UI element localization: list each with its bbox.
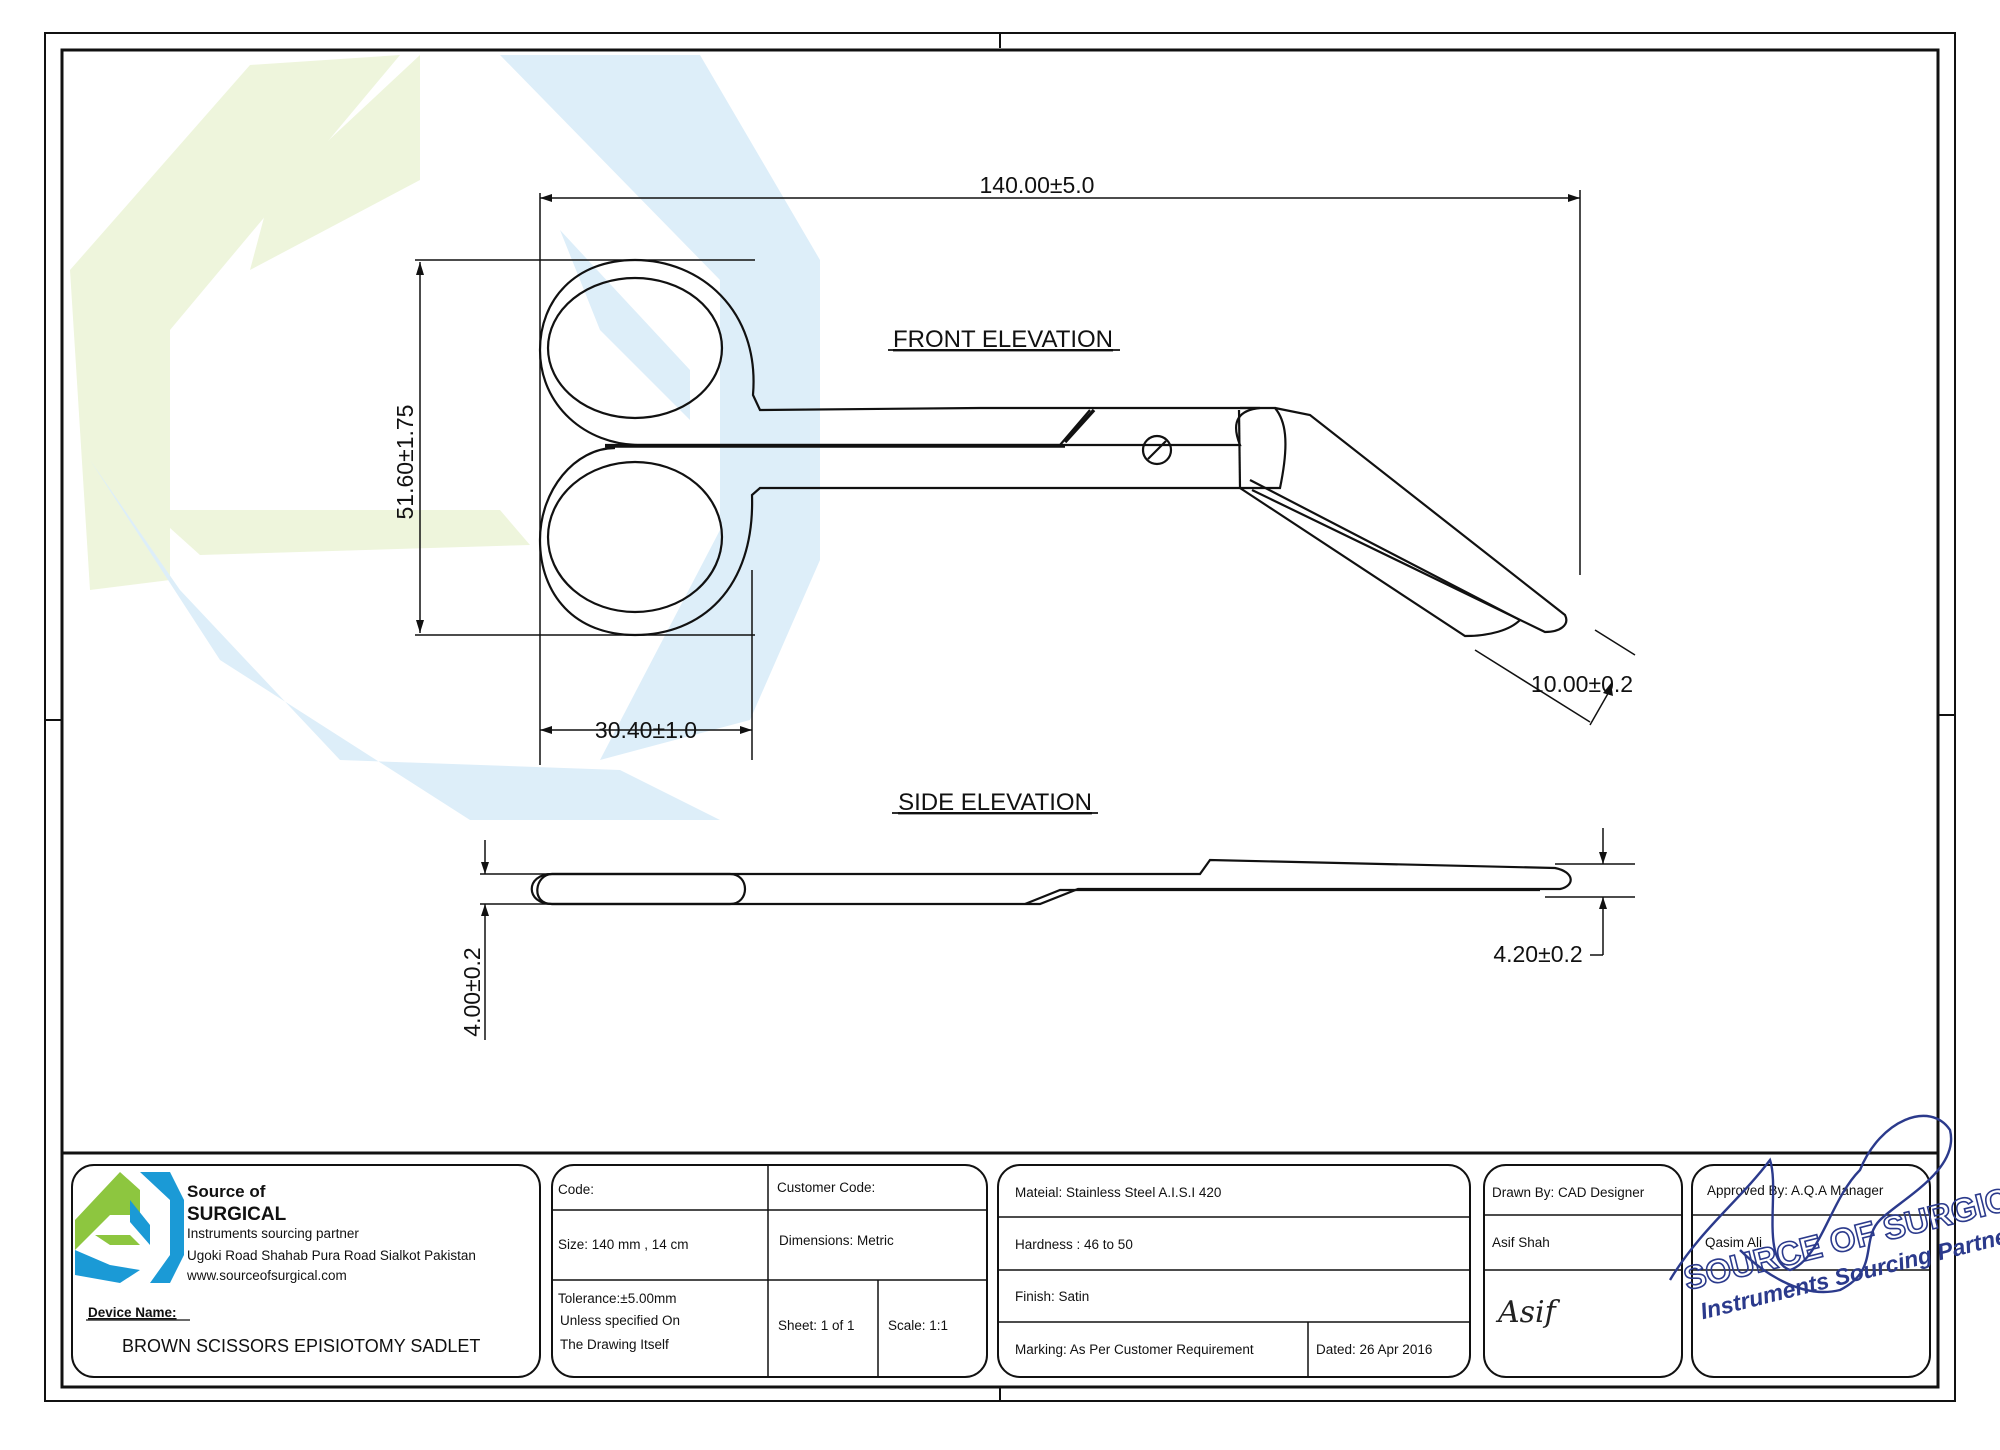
spec-box (551, 1164, 988, 1378)
dimensions-field: Dimensions: Metric (779, 1233, 894, 1248)
device-name-label: Device Name: (88, 1305, 177, 1320)
designer-name: Asif Shah (1492, 1235, 1550, 1250)
customer-code-field: Customer Code: (777, 1180, 875, 1195)
outer-border (44, 32, 1956, 1402)
ring-height-dimension: 51.60±1.75 (392, 405, 418, 520)
company-tagline: Instruments sourcing partner (187, 1226, 359, 1241)
size-field: Size: 140 mm , 14 cm (558, 1237, 689, 1252)
tip-width-dimension: 10.00±0.2 (1531, 671, 1633, 697)
side-elevation-title: SIDE ELEVATION (898, 789, 1092, 816)
company-name-line2: SURGICAL (187, 1204, 287, 1225)
code-field: Code: (558, 1182, 594, 1197)
inner-border (60, 48, 1940, 1389)
scale-field: Scale: 1:1 (888, 1318, 948, 1333)
company-address: Ugoki Road Shahab Pura Road Sialkot Paki… (187, 1248, 476, 1263)
tolerance-line3: The Drawing Itself (560, 1337, 669, 1352)
drawn-by-field: Drawn By: CAD Designer (1492, 1185, 1645, 1200)
approval-box (1691, 1164, 1931, 1378)
front-dimensions (415, 190, 1636, 765)
hardness-field: Hardness : 46 to 50 (1015, 1237, 1133, 1252)
tolerance-line2: Unless specified On (560, 1313, 680, 1328)
designer-signature: Asif (1495, 1295, 1561, 1330)
tolerance-line1: Tolerance:±5.00mm (558, 1291, 676, 1306)
watermark-logo (70, 55, 820, 820)
company-website: www.sourceofsurgical.com (186, 1268, 347, 1283)
sheet-field: Sheet: 1 of 1 (778, 1318, 855, 1333)
approved-by-field: Approved By: A.Q.A Manager (1707, 1183, 1884, 1198)
front-elevation-scissors (538, 258, 1568, 638)
dated-field: Dated: 26 Apr 2016 (1316, 1342, 1432, 1357)
finish-field: Finish: Satin (1015, 1289, 1089, 1304)
drawn-by-box (1483, 1164, 1683, 1378)
company-box (71, 1164, 541, 1378)
manager-signature (1668, 1114, 1953, 1293)
material-field: Mateial: Stainless Steel A.I.S.I 420 (1015, 1185, 1221, 1200)
overall-length-dimension: 140.00±5.0 (980, 172, 1095, 198)
device-name: BROWN SCISSORS EPISIOTOMY SADLET (122, 1336, 480, 1356)
company-logo (75, 1172, 184, 1283)
company-name-line1: Source of (187, 1182, 266, 1201)
front-elevation-title: FRONT ELEVATION (893, 326, 1113, 353)
marking-field: Marking: As Per Customer Requirement (1015, 1342, 1254, 1357)
side-elevation-scissors (530, 858, 1572, 906)
side-dimensions (480, 828, 1635, 1040)
blade-thickness-dimension: 4.20±0.2 (1493, 941, 1582, 967)
ring-width-dimension: 30.40±1.0 (595, 717, 697, 743)
handle-thickness-dimension: 4.00±0.2 (459, 947, 485, 1036)
manager-name: Qasim Ali (1705, 1235, 1762, 1250)
material-box (997, 1164, 1471, 1378)
